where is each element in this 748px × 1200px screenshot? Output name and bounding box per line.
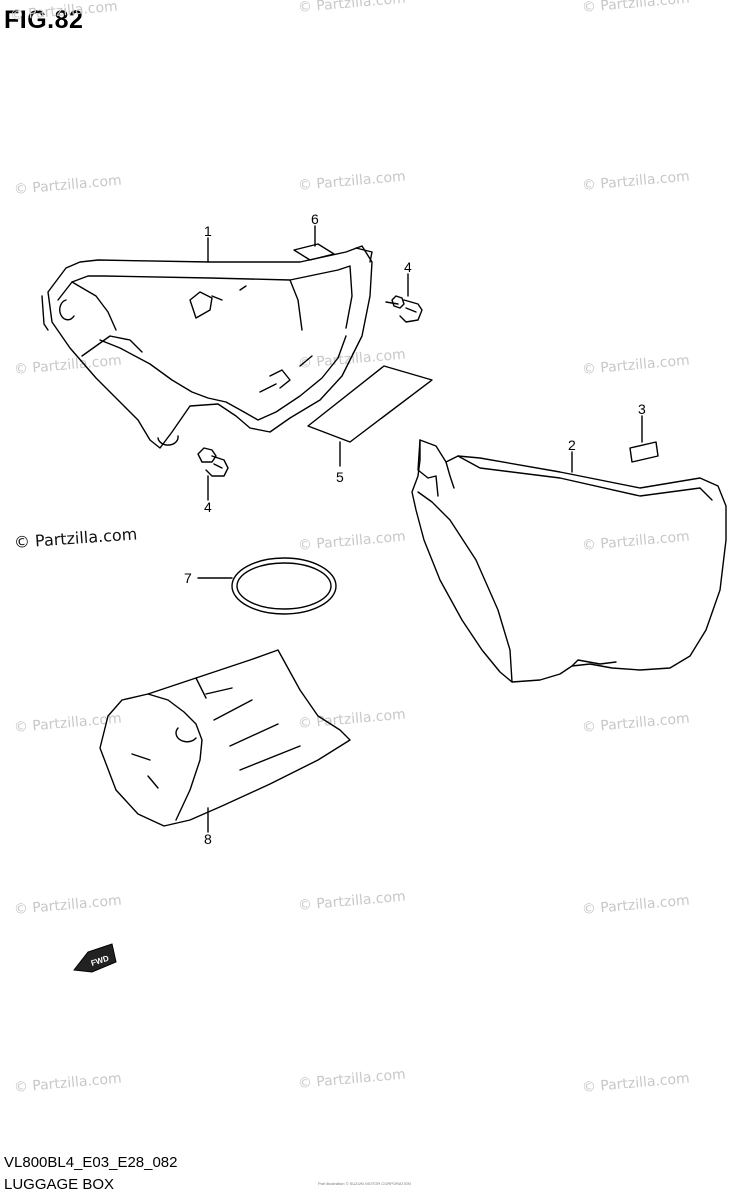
callout-7: 7 xyxy=(184,570,192,586)
callout-4-upper: 4 xyxy=(404,259,412,275)
callout-3: 3 xyxy=(638,401,646,417)
fine-print: Part illustration © SUZUKI MOTOR CORPORA… xyxy=(318,1181,411,1186)
part-8-liner xyxy=(99,649,351,827)
part-2-side-cover xyxy=(411,439,727,683)
callout-1: 1 xyxy=(204,223,212,239)
callout-4-lower: 4 xyxy=(204,499,212,515)
diagram-code: VL800BL4_E03_E28_082 xyxy=(4,1154,178,1171)
part-3-pad xyxy=(629,441,659,463)
part-1-luggage-box xyxy=(41,245,373,449)
diagram-name: LUGGAGE BOX xyxy=(4,1176,115,1193)
part-6-pad xyxy=(293,243,335,261)
callout-8: 8 xyxy=(204,831,212,847)
callout-6: 6 xyxy=(311,211,319,227)
part-5-mat xyxy=(307,365,433,443)
callout-5: 5 xyxy=(336,469,344,485)
callout-2: 2 xyxy=(568,437,576,453)
figure-title: FIG.82 xyxy=(4,6,84,34)
fwd-arrow-icon: FWD xyxy=(73,943,117,973)
part-4-bolt-lower xyxy=(197,447,229,477)
part-4-bolt-upper xyxy=(385,295,423,323)
part-7-seal-ring xyxy=(231,557,337,615)
